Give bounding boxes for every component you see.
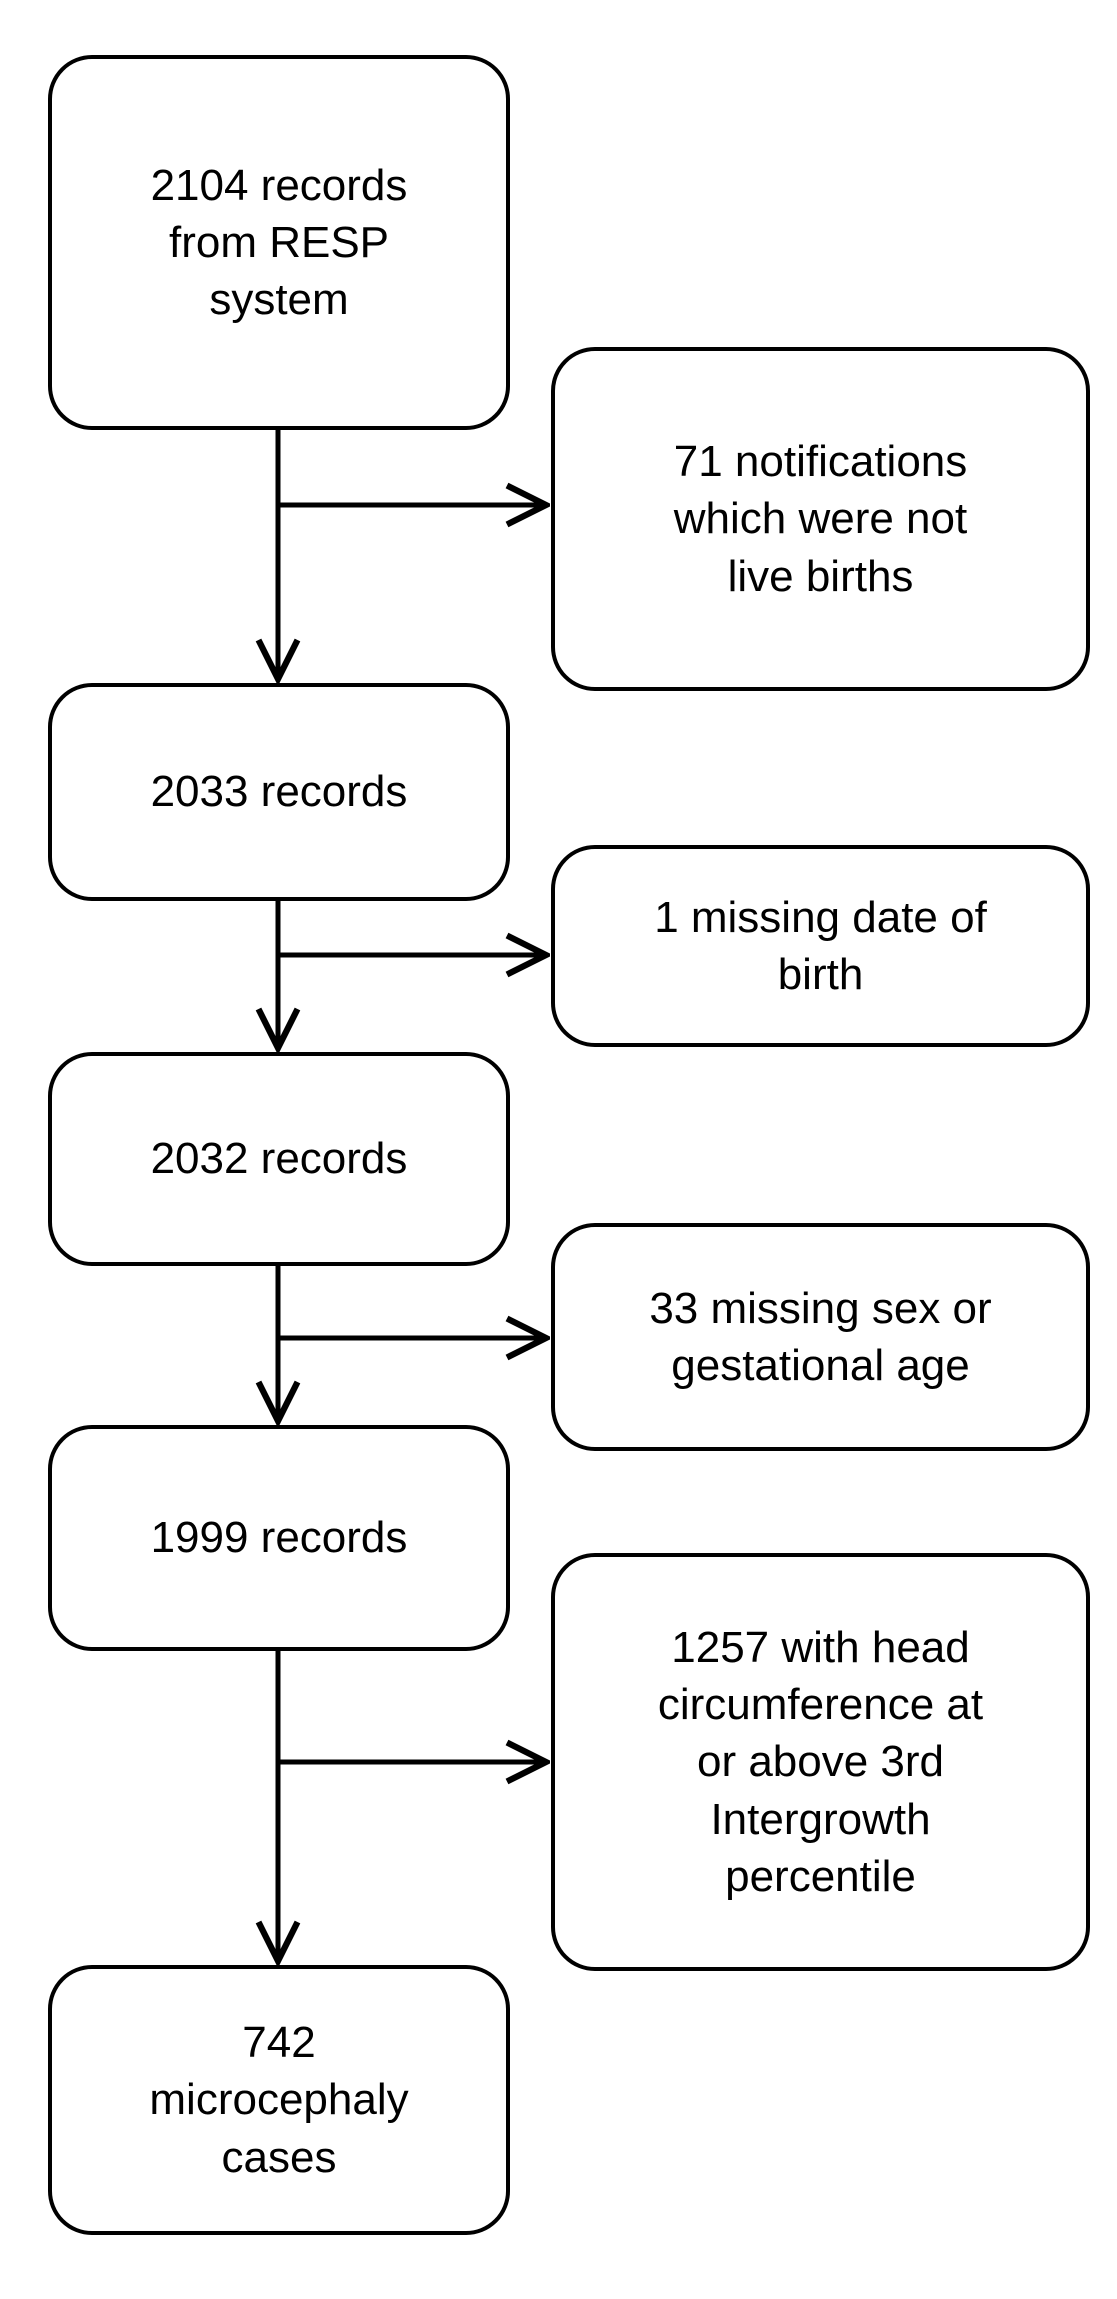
node-excluded-not-live-births[interactable]: 71 notifications which were not live bir…	[551, 347, 1090, 691]
node-main-0-label: 2104 records from RESP system	[150, 160, 408, 325]
node-excluded-missing-dob[interactable]: 1 missing date of birth	[551, 845, 1090, 1047]
node-records-after-sex-ga-filter[interactable]: 1999 records	[48, 1425, 510, 1651]
node-records-after-dob-filter[interactable]: 2032 records	[48, 1052, 510, 1266]
node-excl-1-label: 1 missing date of birth	[654, 892, 987, 999]
node-microcephaly-cases[interactable]: 742 microcephaly cases	[48, 1965, 510, 2235]
node-excl-2-label: 33 missing sex or gestational age	[649, 1283, 992, 1390]
node-excluded-missing-sex-or-ga[interactable]: 33 missing sex or gestational age	[551, 1223, 1090, 1451]
node-records-after-live-birth-filter[interactable]: 2033 records	[48, 683, 510, 901]
node-excluded-head-circumference[interactable]: 1257 with head circumference at or above…	[551, 1553, 1090, 1971]
node-excl-0-label: 71 notifications which were not live bir…	[673, 437, 968, 601]
node-records-source[interactable]: 2104 records from RESP system	[48, 55, 510, 430]
node-excl-3-label: 1257 with head circumference at or above…	[657, 1623, 984, 1901]
node-main-2-label: 2032 records	[150, 1134, 408, 1184]
node-main-4-label: 742 microcephaly cases	[149, 2018, 409, 2182]
node-main-3-label: 1999 records	[150, 1513, 408, 1563]
node-main-1-label: 2033 records	[150, 767, 408, 817]
